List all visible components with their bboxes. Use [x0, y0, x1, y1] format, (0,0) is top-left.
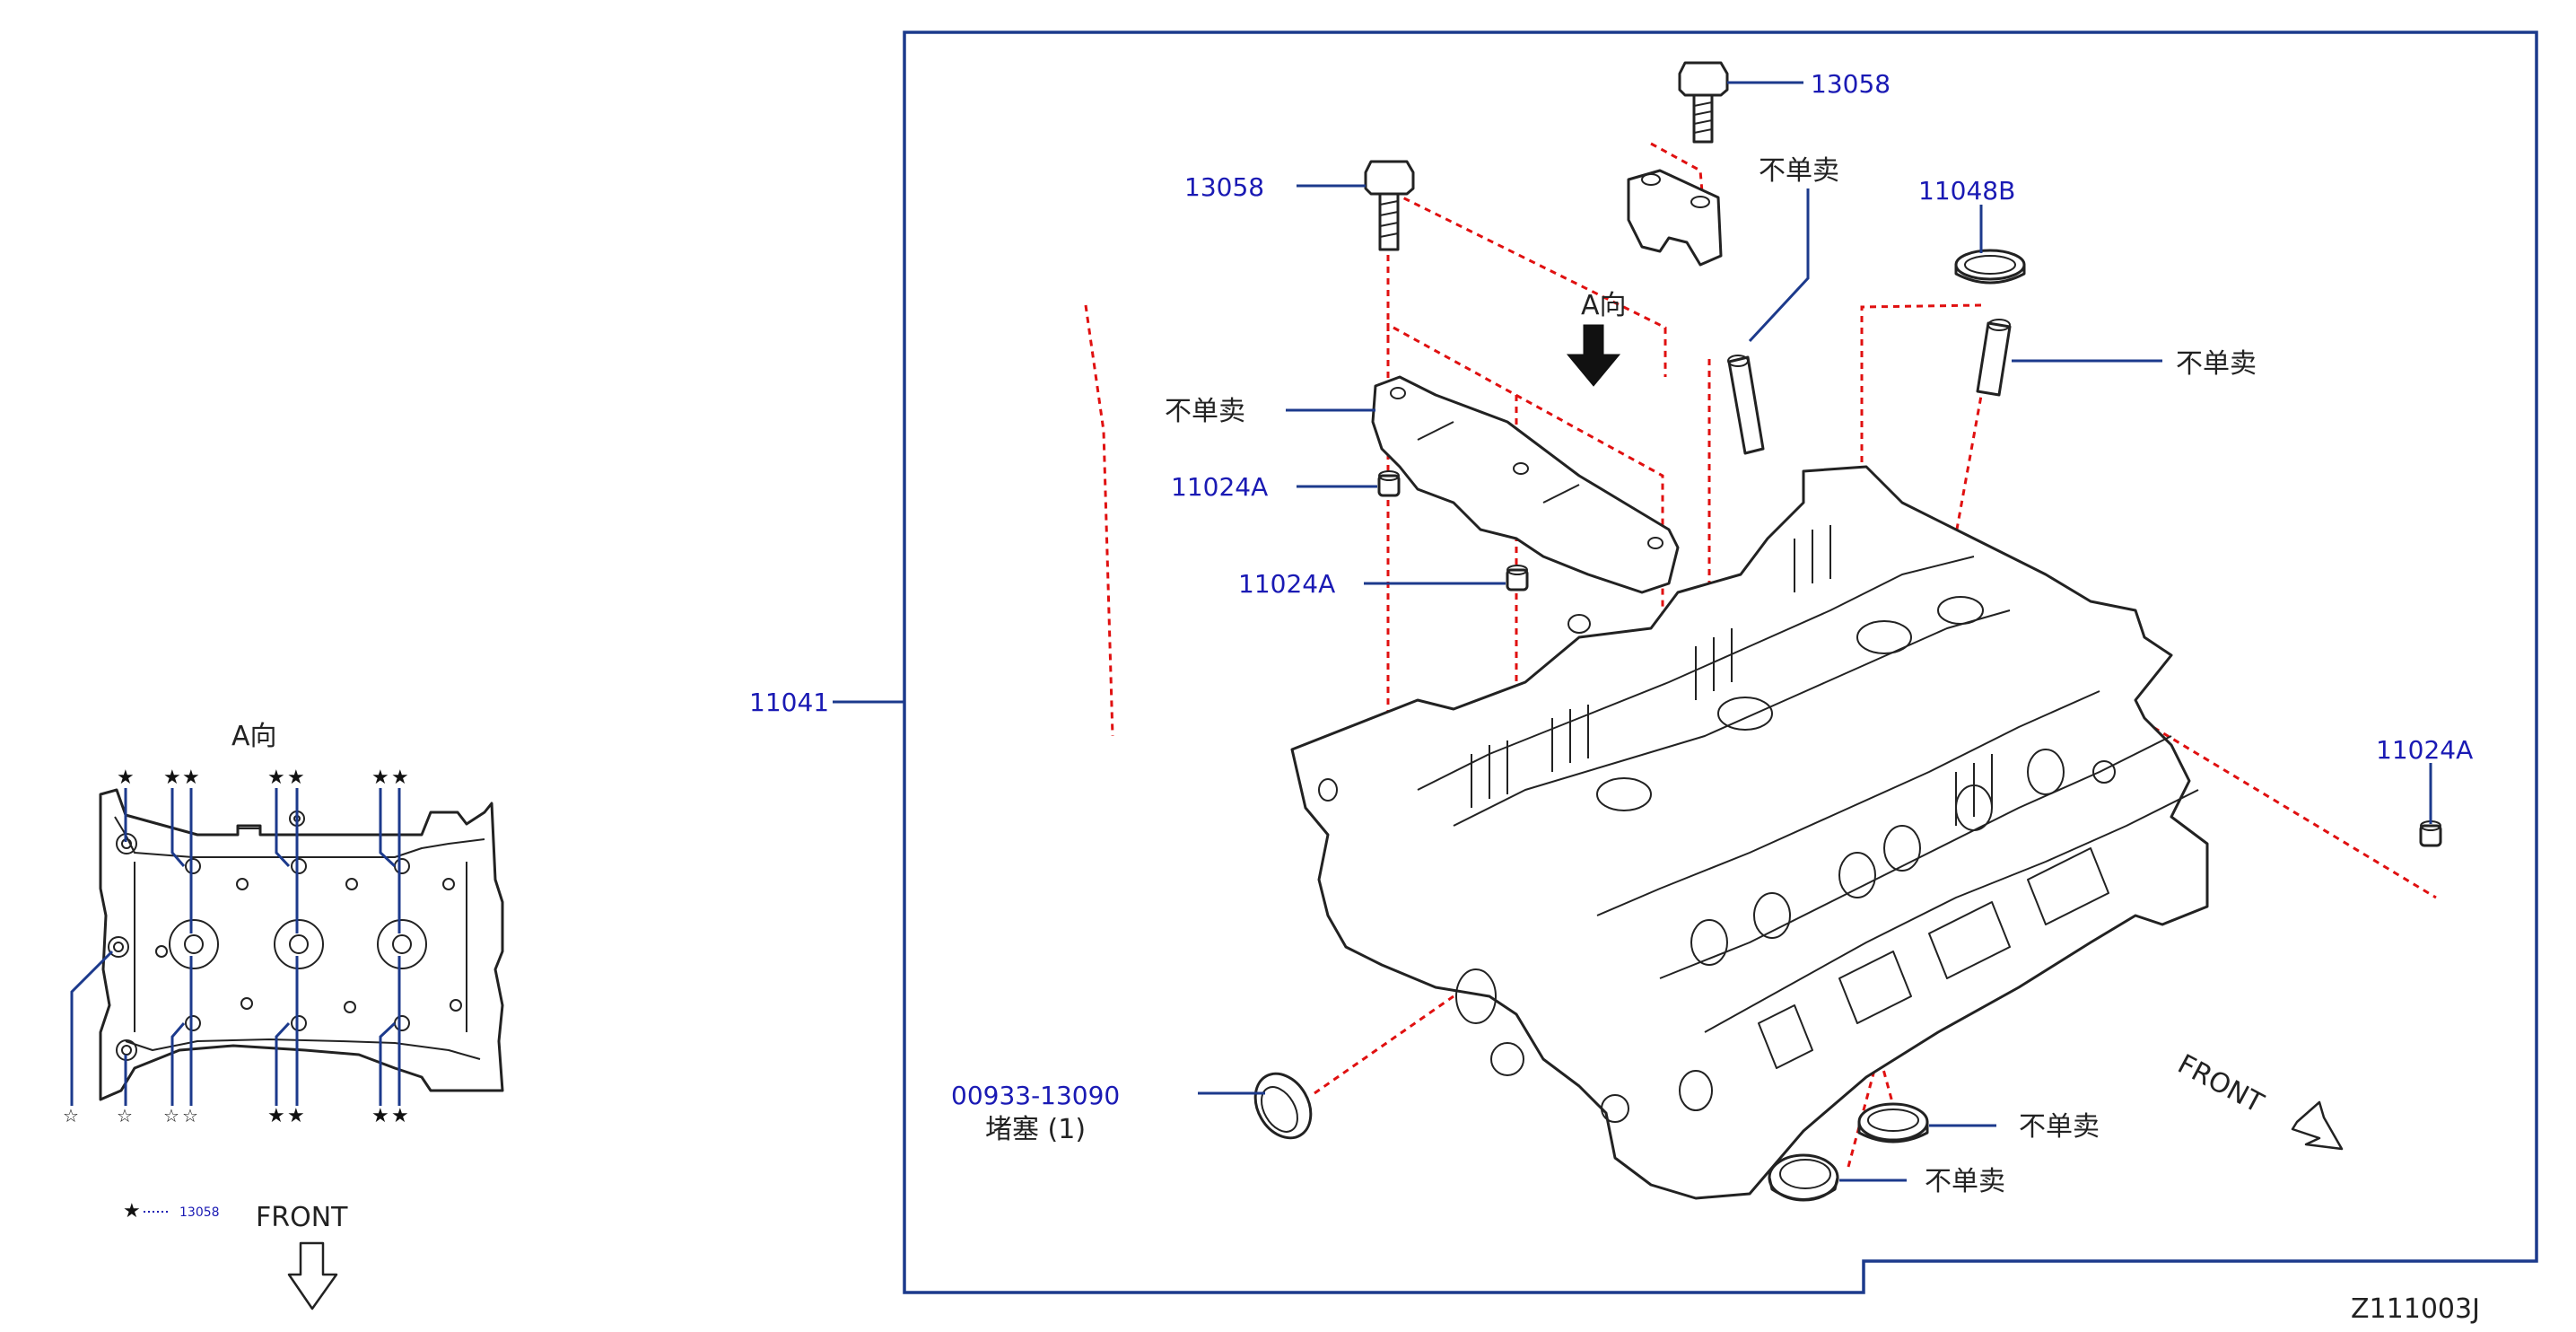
pin-center-drawing	[1727, 355, 1765, 455]
label-dowel-1[interactable]: 11024A	[1171, 472, 1268, 502]
seal-lower-1-drawing	[1857, 1102, 1929, 1144]
label-dowel-2[interactable]: 11024A	[1238, 569, 1335, 599]
label-plug-part[interactable]: 00933-13090	[951, 1081, 1120, 1110]
legend-star: ★	[123, 1200, 141, 1222]
assembly-frame	[903, 31, 2538, 1294]
svg-text:★: ★	[391, 1105, 409, 1127]
direction-a-arrow	[1566, 324, 1621, 387]
svg-text:★: ★	[182, 767, 200, 789]
label-ring-top[interactable]: 11048B	[1918, 176, 2015, 206]
pin-right-drawing	[1976, 319, 2012, 397]
svg-text:★: ★	[287, 767, 305, 789]
svg-text:★: ★	[163, 767, 181, 789]
label-plug-desc: 堵塞 (1)	[985, 1114, 1086, 1145]
front-arrow-main	[2291, 1100, 2344, 1151]
legend-part-number[interactable]: 13058	[179, 1205, 220, 1220]
label-bolt-top-left[interactable]: 13058	[1184, 172, 1264, 202]
svg-text:☆: ☆	[117, 1105, 133, 1126]
label-bolt-top-right[interactable]: 13058	[1811, 69, 1891, 99]
cam-cap-drawing	[1627, 169, 1723, 267]
dowel-1-drawing	[1377, 470, 1401, 497]
label-not-sold-left: 不单卖	[1165, 396, 1245, 427]
svg-text:☆: ☆	[163, 1105, 179, 1126]
inset-legend: ★ 13058	[123, 1200, 220, 1222]
leader-lines	[833, 81, 2432, 1182]
bolt-top-left-drawing	[1364, 160, 1415, 251]
inset-head-outline	[99, 788, 504, 1101]
inset-view-a: A向	[63, 721, 504, 1310]
label-dowel-3[interactable]: 11024A	[2376, 735, 2473, 765]
plug-drawing	[1253, 1072, 1313, 1140]
cylinder-head-drawing	[1290, 465, 2209, 1200]
label-not-sold-seal-1: 不单卖	[2019, 1111, 2100, 1143]
bolt-top-right-drawing	[1678, 61, 1729, 144]
label-head-assembly[interactable]: 11041	[749, 688, 829, 717]
seal-ring-top-drawing	[1954, 249, 2026, 285]
svg-text:☆: ☆	[182, 1105, 198, 1126]
inset-star-leaders	[70, 788, 401, 1106]
inset-front-label: FRONT	[256, 1202, 348, 1233]
cam-bracket-drawing	[1371, 375, 1680, 594]
label-not-sold-top-right: 不单卖	[1759, 155, 1839, 187]
svg-text:★: ★	[267, 767, 285, 789]
inset-title: A向	[231, 721, 277, 752]
svg-text:★: ★	[391, 767, 409, 789]
dowel-3-drawing	[2419, 820, 2442, 847]
label-not-sold-seal-2: 不单卖	[1925, 1166, 2005, 1197]
svg-text:★: ★	[117, 767, 135, 789]
inset-front-arrow	[287, 1241, 338, 1310]
inset-bolt-bosses	[108, 811, 462, 1061]
svg-text:★: ★	[267, 1105, 285, 1127]
inset-stars: ★ ★★ ★★ ★★ ☆☆ ☆☆ ★★ ★★	[63, 767, 409, 1127]
svg-text:★: ★	[371, 767, 389, 789]
svg-text:★: ★	[371, 1105, 389, 1127]
dowel-2-drawing	[1506, 565, 1529, 592]
label-not-sold-right: 不单卖	[2176, 348, 2257, 380]
label-front-main: FRONT	[2172, 1048, 2269, 1119]
svg-text:☆: ☆	[63, 1105, 79, 1126]
seal-lower-2-drawing	[1768, 1153, 1839, 1202]
label-direction-a: A向	[1581, 290, 1627, 321]
diagram-code: Z111003J	[2351, 1293, 2480, 1325]
svg-text:★: ★	[287, 1105, 305, 1127]
